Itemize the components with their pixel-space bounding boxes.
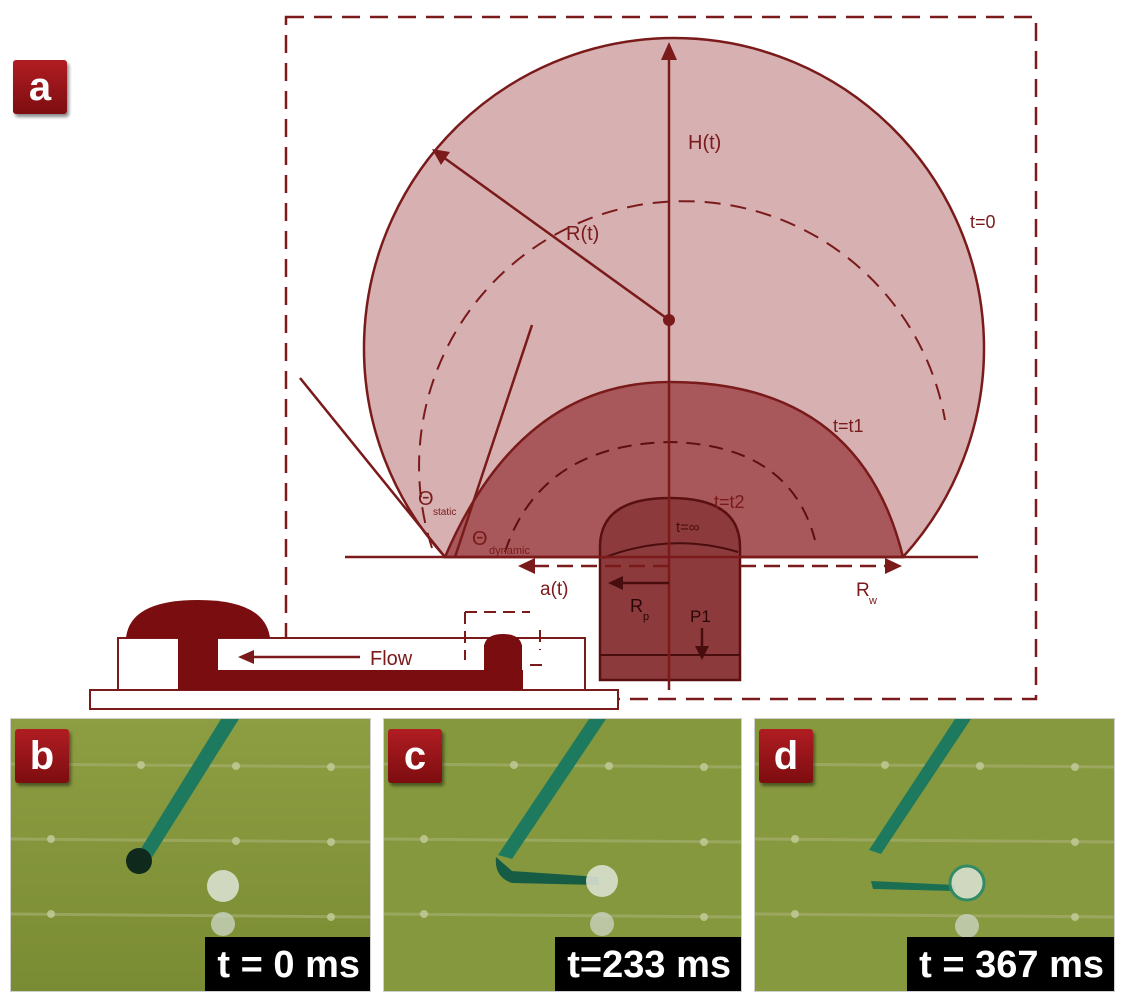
dynamic-angle-line	[453, 324, 534, 558]
water-drop-c	[586, 865, 618, 897]
water-drop-b	[207, 870, 239, 902]
rw-subscript: w	[868, 595, 877, 607]
dashed-frame	[284, 15, 1038, 701]
photo-panel-b: b t = 0 ms	[10, 718, 371, 992]
droplet-schematic: H(t) R(t) t=0 t=t1 t=t2 t=∞ Θ static Θ d…	[89, 15, 1038, 710]
p1-arrowhead	[695, 646, 709, 660]
panel-d-badge: d	[759, 729, 813, 783]
panel-b-badge: b	[15, 729, 69, 783]
radius-label: R(t)	[566, 223, 599, 245]
flow-label: Flow	[370, 648, 413, 670]
height-arrowhead	[661, 42, 677, 60]
droplet-d	[871, 881, 955, 891]
drop-t0	[362, 36, 986, 559]
rp-arrowhead	[608, 576, 623, 590]
theta-static-subscript: static	[433, 507, 456, 518]
contact-radius-arrowhead	[518, 558, 535, 574]
t1-label: t=t1	[833, 416, 864, 436]
droplet-c	[495, 857, 599, 885]
device-reservoir-drop	[126, 600, 270, 638]
panel-c-badge: c	[388, 729, 442, 783]
drop-t1	[443, 380, 905, 559]
radius-arrowhead	[432, 149, 450, 165]
radius-arrow	[442, 155, 670, 322]
device-flow-channel	[178, 670, 523, 690]
tinf-label: t=∞	[676, 519, 700, 536]
drop-dashed-outline	[418, 200, 946, 549]
drop-center	[663, 314, 675, 326]
p1-label: P1	[690, 607, 711, 626]
panel-a-badge: a	[13, 60, 67, 114]
device-base-plate	[89, 689, 619, 710]
time-label-b: t = 0 ms	[205, 937, 370, 991]
time-label-d: t = 367 ms	[907, 937, 1114, 991]
droplet-b	[126, 848, 152, 874]
time-label-c: t=233 ms	[555, 937, 741, 991]
flow-arrowhead	[238, 650, 254, 664]
theta-dynamic-subscript: dynamic	[489, 545, 530, 557]
theta-dynamic-symbol: Θ	[472, 528, 488, 550]
pipette-b	[137, 719, 239, 859]
t2-label: t=t2	[714, 492, 745, 512]
device-outlet-drop	[484, 634, 522, 646]
rw-label: R	[856, 580, 870, 601]
t0-label: t=0	[970, 212, 996, 232]
zoom-box	[464, 611, 545, 666]
static-angle-line	[299, 377, 446, 558]
photo-panel-d: d t = 367 ms	[754, 718, 1115, 992]
rp-label: R	[630, 596, 643, 616]
pipette-d	[869, 719, 971, 854]
pipette-c	[498, 719, 606, 859]
theta-static-symbol: Θ	[418, 488, 434, 510]
photo-panel-c: c t=233 ms	[383, 718, 742, 992]
rw-arrowhead	[885, 558, 902, 574]
rp-subscript: p	[643, 611, 649, 623]
water-drop-d	[948, 864, 986, 902]
contact-radius-label: a(t)	[540, 579, 569, 600]
height-label: H(t)	[688, 132, 721, 154]
device-outlet-channel	[484, 645, 522, 690]
